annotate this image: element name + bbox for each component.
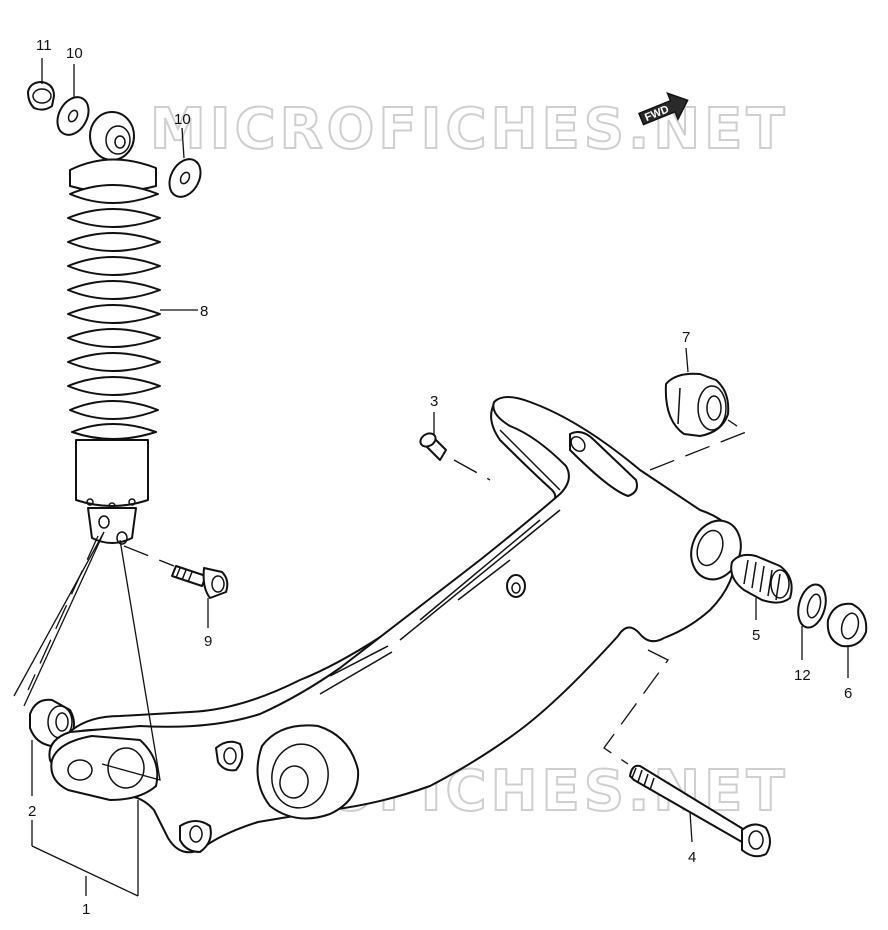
collar-5 (730, 553, 793, 604)
washer-12 (797, 583, 827, 629)
nut-11 (27, 81, 55, 111)
shock-absorber (67, 111, 161, 545)
callout-12: 12 (794, 667, 811, 684)
leader-lines (13, 58, 849, 897)
dashed-guides (27, 419, 748, 765)
washer-10-top (56, 96, 90, 136)
top-bushing (89, 111, 135, 161)
callout-4: 4 (688, 849, 696, 866)
swingarm (48, 396, 742, 854)
callout-9: 9 (204, 633, 212, 650)
callout-8: 8 (200, 303, 208, 320)
damper-body (75, 439, 149, 507)
washer-10-right (168, 158, 202, 198)
collar-3 (419, 432, 447, 461)
bolt-9 (171, 565, 229, 599)
callout-10-top: 10 (66, 45, 83, 62)
nut-6 (826, 602, 868, 648)
bearing-7 (664, 372, 730, 437)
watermark-top: MICROFICHES.NET (150, 97, 789, 162)
coil-spring (67, 184, 161, 440)
callout-6: 6 (844, 685, 852, 702)
callout-7: 7 (682, 329, 690, 346)
callout-10-right: 10 (174, 111, 191, 128)
callout-5: 5 (752, 627, 760, 644)
callout-1: 1 (82, 901, 90, 918)
callout-11: 11 (36, 37, 52, 54)
callout-3: 3 (430, 393, 438, 410)
callout-2: 2 (28, 803, 36, 820)
bolt-4 (629, 764, 771, 858)
lower-eye (87, 507, 137, 544)
